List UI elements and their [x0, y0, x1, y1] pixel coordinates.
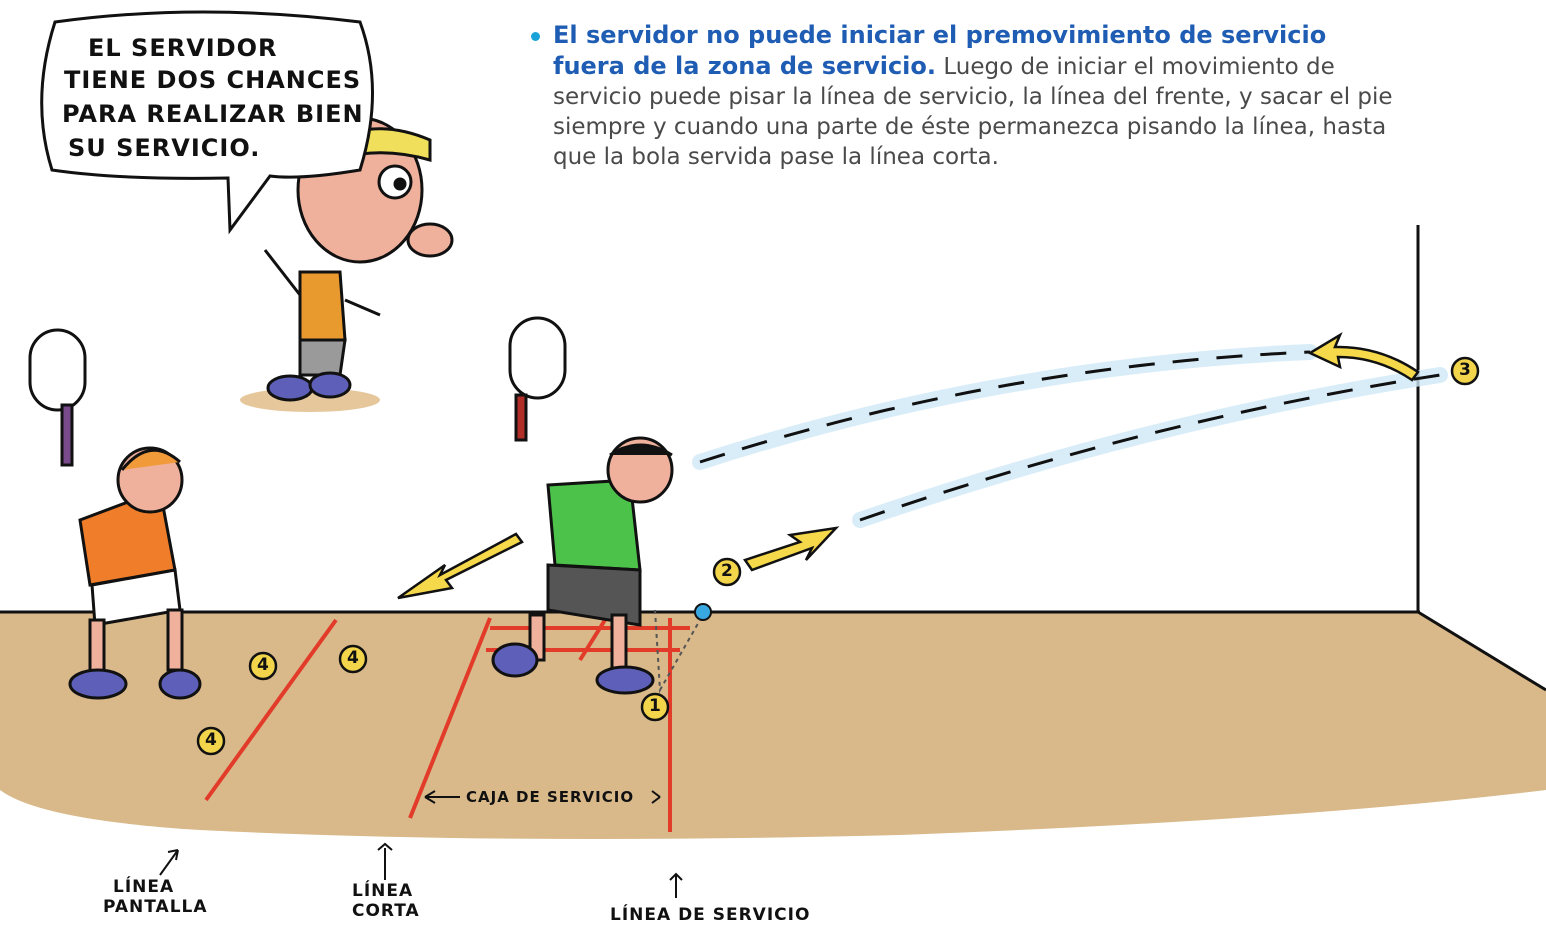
ball-trail-upper	[692, 344, 1318, 470]
label-caja-de-servicio: CAJA DE SERVICIO	[466, 788, 635, 806]
marker-circles	[196, 356, 1480, 756]
label-pantalla-line1: LÍNEA	[113, 877, 175, 897]
receiver-player	[28, 328, 202, 700]
info-paragraph: El servidor no puede iniciar el premovim…	[531, 20, 1403, 172]
label-corta-line1: LÍNEA	[352, 881, 414, 901]
marker-1: 1	[649, 696, 662, 716]
server-player	[491, 316, 674, 695]
bullet-dot-icon	[531, 32, 540, 41]
wall-floor-line-right	[1417, 610, 1546, 692]
ball	[694, 603, 712, 621]
speech-line-2: TIENE DOS CHANCES	[64, 66, 362, 94]
arrow-serve-direction	[743, 526, 840, 572]
marker-4c: 4	[205, 730, 218, 750]
marker-4b: 4	[347, 648, 360, 668]
speech-line-3: PARA REALIZAR BIEN	[62, 100, 364, 128]
label-linea-de-servicio: LÍNEA DE SERVICIO	[610, 905, 811, 925]
label-pantalla-line2: PANTALLA	[103, 897, 208, 917]
speech-bubble	[40, 10, 374, 235]
marker-2: 2	[721, 561, 734, 581]
info-body-text: Luego de iniciar el movimiento de servic…	[553, 54, 1393, 170]
arrow-to-receiver	[397, 532, 524, 600]
ball-trail-lower	[852, 367, 1448, 528]
info-bold-text: El servidor no puede iniciar el premovim…	[553, 21, 1327, 80]
speech-line-1: EL SERVIDOR	[88, 34, 278, 62]
marker-3: 3	[1459, 360, 1472, 380]
speech-line-4: SU SERVICIO.	[68, 134, 261, 162]
arrow-front-wall-bounce	[1307, 331, 1420, 382]
marker-4a: 4	[257, 655, 270, 675]
label-corta-line2: CORTA	[352, 901, 420, 921]
court-floor	[0, 612, 1546, 839]
